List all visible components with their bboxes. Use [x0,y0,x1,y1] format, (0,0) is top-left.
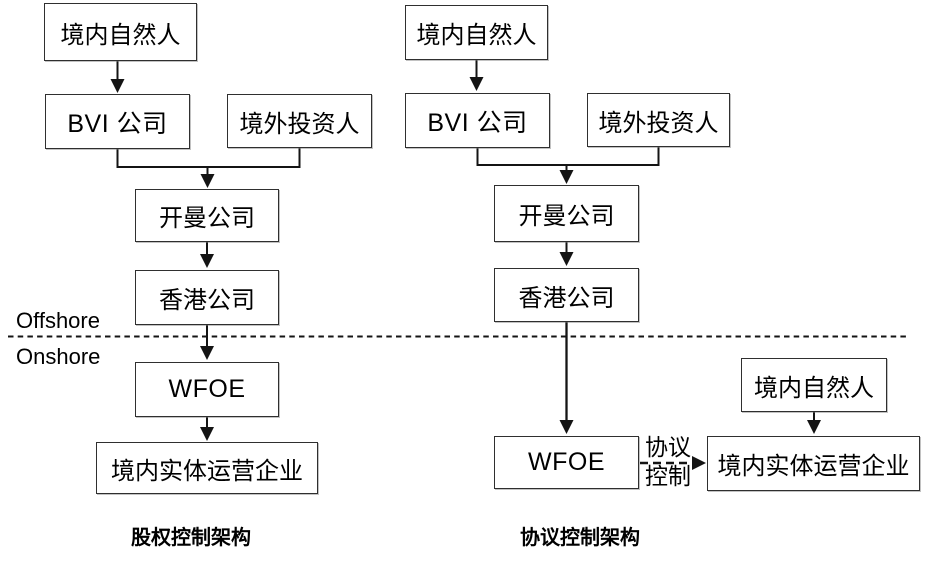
arrowhead-left-hk-to-wfoe [200,346,214,360]
box-left-domestic-natural-person: 境内自然人 [44,3,197,61]
box-left-cayman-company: 开曼公司 [135,189,279,242]
agreement-control-label-line1: 协议 [645,435,691,461]
box-left-hongkong-company: 香港公司 [135,270,279,325]
arrowhead-right-natural-to-bvi [469,77,484,91]
box-right-wfoe: WFOE [494,436,639,489]
arrowhead-left-natural-to-bvi [110,79,125,93]
arrowhead-dashed-wfoe-to-opco [692,456,706,470]
box-right-domestic-natural-person: 境内自然人 [405,5,548,60]
box-left-domestic-operating-company: 境内实体运营企业 [96,442,318,494]
arrowhead-right-merge-to-cayman [559,170,574,184]
box-left-wfoe: WFOE [135,362,279,417]
connector-right-bvi-investor [476,147,660,166]
offshore-label: Offshore [16,308,100,333]
arrowhead-left-wfoe-to-opco [200,427,214,441]
arrowhead-right-natural2-to-opco [807,420,821,434]
box-right-domestic-operating-company: 境内实体运营企业 [707,436,920,491]
agreement-control-label-line2: 控制 [645,464,691,490]
arrowhead-left-cayman-to-hk [200,254,214,268]
arrowhead-left-merge-to-cayman [200,174,215,188]
box-right-bvi-company: BVI 公司 [405,93,550,148]
connector-left-bvi-investor [116,148,301,168]
box-right-hongkong-company: 香港公司 [494,268,639,322]
caption-agreement-control-structure: 协议控制架构 [520,527,640,549]
arrowhead-right-hk-to-wfoe [559,420,574,434]
box-left-offshore-investor: 境外投资人 [227,94,372,148]
onshore-label: Onshore [16,344,101,369]
box-left-bvi-company: BVI 公司 [45,94,190,149]
box-right-domestic-natural-person-lower: 境内自然人 [741,358,887,412]
caption-equity-control-structure: 股权控制架构 [131,527,251,549]
arrowhead-right-cayman-to-hk [559,252,574,266]
box-right-cayman-company: 开曼公司 [494,185,639,242]
box-right-offshore-investor: 境外投资人 [587,93,730,147]
